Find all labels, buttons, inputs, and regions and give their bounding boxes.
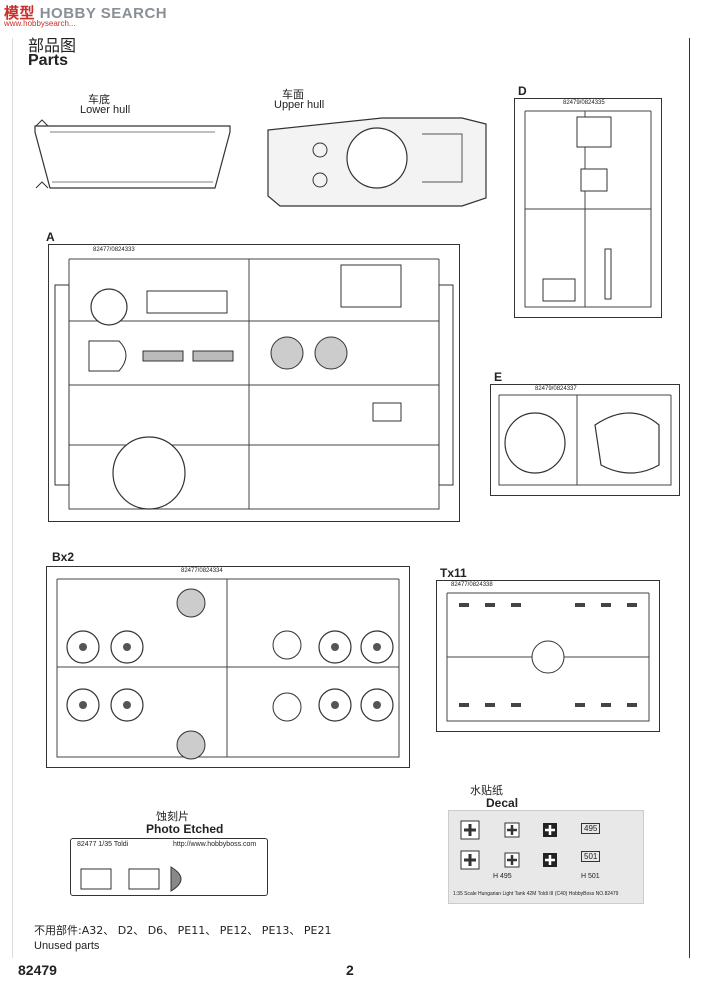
upper-hull-drawing <box>267 117 487 207</box>
sprue-a: 82477/0824333 <box>48 244 460 522</box>
unused-parts-en: Unused parts <box>34 940 100 952</box>
watermark-char-2: 型 <box>19 5 36 22</box>
sprue-a-parts <box>54 258 454 510</box>
decal-sheet: 495 501 H 495 H 501 1:35 Scale Hungarian… <box>448 810 644 904</box>
lower-hull-cn: 车底 <box>88 94 110 106</box>
decal-caption: 1:35 Scale Hungarian Light Tank 42M Told… <box>453 891 619 897</box>
sprue-d-parts <box>524 110 652 308</box>
sprue-t: 82477/0824338 <box>436 580 660 732</box>
sprue-d: 82479/0824335 <box>514 98 662 318</box>
sprue-a-label: A <box>46 230 55 244</box>
sprue-a-code: 82477/0824333 <box>93 247 135 253</box>
pe-cn: 蚀刻片 <box>156 811 189 823</box>
sprue-e-label: E <box>494 370 503 384</box>
page-number: 2 <box>346 962 354 978</box>
pe-fret-title: 82477 1/35 Toldi <box>77 841 129 848</box>
pe-fret-url: http://www.hobbyboss.com <box>173 841 257 848</box>
decal-mark-501: 501 <box>581 851 601 862</box>
watermark-brand: HOBBY SEARCH <box>39 5 168 22</box>
decal-marks <box>460 820 557 870</box>
pe-fret: 82477 1/35 Toldi http://www.hobbyboss.co… <box>70 838 268 896</box>
sprue-b: 82477/0824334 <box>46 566 410 768</box>
page-title-en: Parts <box>28 52 69 69</box>
decal-mark-495: 495 <box>581 823 601 834</box>
sprue-t-parts <box>446 592 650 722</box>
page-title-cn: 部品图 <box>28 36 77 55</box>
decal-cn: 水贴纸 <box>470 785 503 797</box>
pe-en: Photo Etched <box>146 822 224 836</box>
watermark-char-1: 模 <box>4 5 20 22</box>
unused-parts-cn: 不用部件:A32、 D2、 D6、 PE11、 PE12、 PE13、 PE21 <box>34 924 332 937</box>
sprue-t-code: 82477/0824338 <box>451 582 493 588</box>
watermark-url: www.hobbysearch... <box>4 19 76 28</box>
lower-hull-en: Lower hull <box>80 104 131 116</box>
sprue-d-code: 82479/0824335 <box>563 100 605 106</box>
sprue-b-code: 82477/0824334 <box>181 568 223 574</box>
sprue-e-parts <box>498 394 672 486</box>
upper-hull-cn: 车面 <box>282 89 304 101</box>
sprue-b-parts <box>56 578 400 760</box>
sprue-e: 82479/0824337 <box>490 384 680 496</box>
watermark-logo: 模型 HOBBY SEARCH <box>4 2 167 23</box>
decal-mark-h495: H 495 <box>493 873 512 880</box>
decal-mark-h501: H 501 <box>581 873 600 880</box>
footer-code: 82479 <box>18 962 57 978</box>
upper-hull-en: Upper hull <box>274 99 325 111</box>
decal-en: Decal <box>486 796 519 810</box>
lower-hull-drawing <box>34 119 231 189</box>
sprue-b-label: Bx2 <box>52 550 75 564</box>
page-frame <box>12 38 690 958</box>
pe-fret-parts <box>80 866 182 892</box>
sprue-t-label: Tx11 <box>440 566 467 580</box>
sprue-d-label: D <box>518 84 527 98</box>
sprue-e-code: 82479/0824337 <box>535 386 577 392</box>
